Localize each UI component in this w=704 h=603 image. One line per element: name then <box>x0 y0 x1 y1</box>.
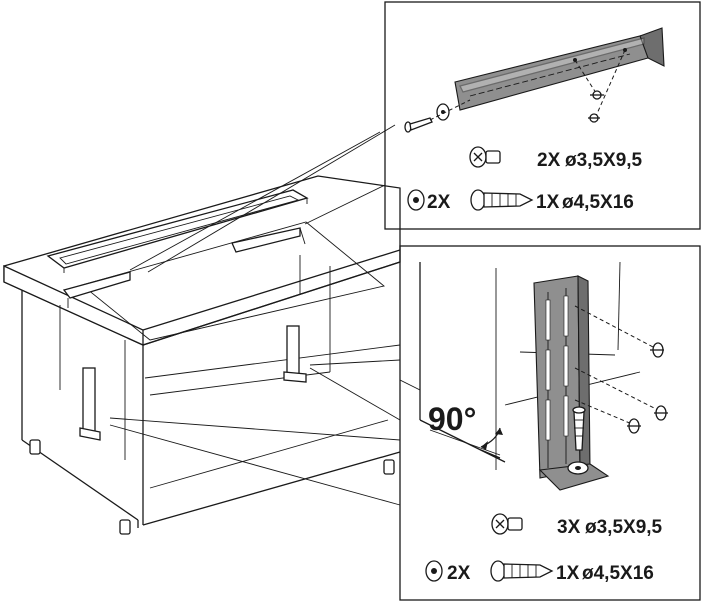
angle-label: 90° <box>428 401 476 437</box>
bottom-long-screw-spec: ø4,5X16 <box>582 563 654 584</box>
cabinet-illustration <box>3 124 401 535</box>
bracket-icon <box>533 275 610 491</box>
long-screw-icon <box>490 560 554 582</box>
long-screw-icon <box>404 117 433 133</box>
top-screw-spec: ø3,5X9,5 <box>565 150 643 171</box>
screw-head-icon <box>588 90 604 123</box>
bottom-washer-qty: 2X <box>447 563 471 584</box>
bottom-detail-box <box>399 245 701 601</box>
bracket-icon <box>454 27 665 111</box>
long-screw-icon <box>572 406 586 451</box>
washer-icon <box>407 189 425 211</box>
screw-head-icon <box>469 146 501 168</box>
screw-head-icon <box>491 513 523 535</box>
washer-icon <box>425 560 443 582</box>
bottom-screw-qty: 3X <box>557 517 581 538</box>
top-screw-qty-long: 1X <box>536 192 560 213</box>
washer-icon <box>567 461 589 475</box>
top-detail-box <box>384 1 701 230</box>
bottom-screw-spec: ø3,5X9,5 <box>585 517 663 538</box>
right-angle-icon <box>480 427 503 459</box>
top-washer-qty: 2X <box>427 192 451 213</box>
bottom-screw-qty-long: 1X <box>556 563 580 584</box>
screw-head-icon <box>627 342 668 434</box>
top-screw-qty: 2X <box>537 150 561 171</box>
long-screw-icon <box>470 189 534 211</box>
washer-icon <box>436 103 450 121</box>
top-long-screw-spec: ø4,5X16 <box>562 192 634 213</box>
